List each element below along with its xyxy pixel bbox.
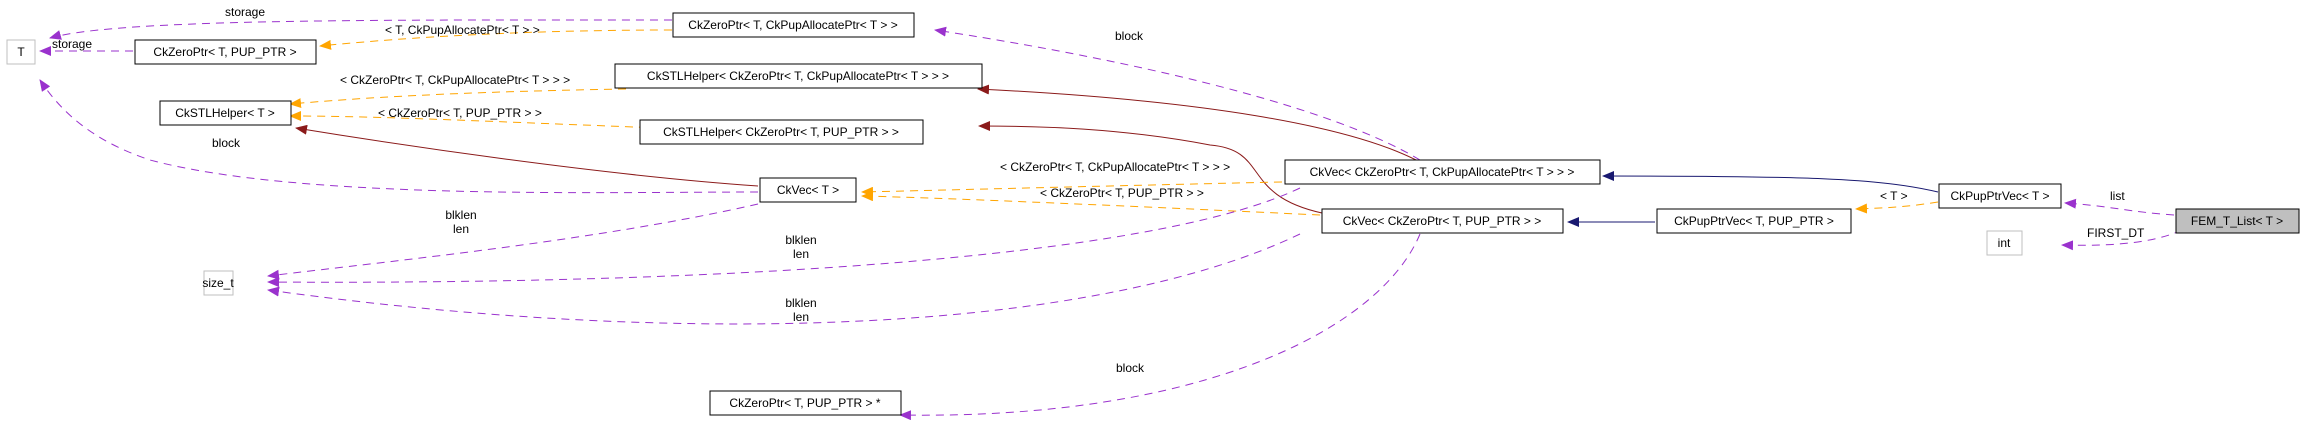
- node-t-label: T: [17, 45, 25, 59]
- edge-template-zeroptr: [319, 29, 673, 50]
- node-fem-t-list[interactable]: FEM_T_List< T >: [2175, 208, 2300, 234]
- node-ckvec-alloc-label: CkVec< CkZeroPtr< T, CkPupAllocatePtr< T…: [1310, 165, 1575, 179]
- node-int-label: int: [1998, 236, 2011, 250]
- node-pupptrvec-t[interactable]: CkPupPtrVec< T >: [1938, 183, 2062, 209]
- node-stlhelper-alloc-label: CkSTLHelper< CkZeroPtr< T, CkPupAllocate…: [647, 69, 949, 83]
- node-pupptrvec-pup[interactable]: CkPupPtrVec< T, PUP_PTR >: [1656, 208, 1852, 234]
- node-ckvec-pup[interactable]: CkVec< CkZeroPtr< T, PUP_PTR > >: [1321, 208, 1564, 234]
- node-pupptrvec-pup-label: CkPupPtrVec< T, PUP_PTR >: [1674, 214, 1834, 228]
- label-tpl-vec-alloc: < CkZeroPtr< T, CkPupAllocatePtr< T > > …: [1000, 160, 1230, 174]
- label-len-2: len: [793, 247, 809, 261]
- node-ckvec-t[interactable]: CkVec< T >: [759, 177, 857, 203]
- node-zeroptr-pup[interactable]: CkZeroPtr< T, PUP_PTR >: [134, 39, 317, 65]
- edge-block-t: [39, 79, 759, 194]
- label-tpl-stl-pup: < CkZeroPtr< T, PUP_PTR > >: [378, 106, 542, 120]
- edge-list: [2064, 198, 2175, 216]
- node-size-t[interactable]: size_t: [202, 270, 234, 296]
- node-stlhelper-alloc[interactable]: CkSTLHelper< CkZeroPtr< T, CkPupAllocate…: [614, 63, 983, 89]
- node-int[interactable]: int: [1986, 230, 2023, 256]
- edge-template-stl-pup: [289, 111, 662, 129]
- node-stlhelper-t[interactable]: CkSTLHelper< T >: [159, 100, 292, 126]
- node-zeroptr-pup-ptr[interactable]: CkZeroPtr< T, PUP_PTR > *: [709, 390, 902, 416]
- edge-block-pup-ptr: [899, 233, 1421, 421]
- label-len-1: len: [453, 222, 469, 236]
- label-blklen-3: blklen: [785, 296, 816, 310]
- node-stlhelper-t-label: CkSTLHelper< T >: [175, 106, 275, 120]
- label-block-top: block: [1115, 29, 1144, 43]
- label-storage-top: storage: [225, 5, 265, 19]
- edge-template-vec-alloc: [861, 181, 1283, 197]
- node-zeroptr-alloc[interactable]: CkZeroPtr< T, CkPupAllocatePtr< T > >: [672, 12, 915, 38]
- edge-size-ckvec-t: [267, 203, 759, 280]
- node-t[interactable]: T: [6, 39, 36, 65]
- label-block-bottom: block: [1116, 361, 1145, 375]
- label-blklen-2: blklen: [785, 233, 816, 247]
- edge-pupptrvec-ckvecalloc: [1602, 171, 1939, 193]
- edge-size-ckvec-pup: [267, 233, 1301, 325]
- node-stlhelper-pup[interactable]: CkSTLHelper< CkZeroPtr< T, PUP_PTR > >: [639, 119, 924, 145]
- edge-inherit-stl-t: [295, 124, 759, 187]
- label-list: list: [2110, 189, 2125, 203]
- edge-template-vec-pup: [861, 191, 1321, 216]
- label-block-left: block: [212, 136, 241, 150]
- node-ckvec-pup-label: CkVec< CkZeroPtr< T, PUP_PTR > >: [1343, 214, 1542, 228]
- label-len-3: len: [793, 310, 809, 324]
- node-ckvec-t-label: CkVec< T >: [777, 183, 839, 197]
- edge-first-dt: [2061, 229, 2183, 251]
- node-ckvec-alloc[interactable]: CkVec< CkZeroPtr< T, CkPupAllocatePtr< T…: [1284, 159, 1601, 185]
- label-storage-left: storage: [52, 37, 92, 51]
- label-tpl-alloc: < T, CkPupAllocatePtr< T > >: [385, 23, 540, 37]
- edge-storage-alloc: [49, 19, 673, 40]
- node-zeroptr-pup-label: CkZeroPtr< T, PUP_PTR >: [153, 45, 296, 59]
- label-first-dt: FIRST_DT: [2087, 226, 2145, 240]
- edge-size-ckvec-alloc: [267, 187, 1301, 288]
- edge-template-pupptrvec: [1855, 201, 1939, 214]
- edge-template-stl-alloc: [289, 88, 627, 109]
- node-stlhelper-pup-label: CkSTLHelper< CkZeroPtr< T, PUP_PTR > >: [663, 125, 899, 139]
- node-fem-t-list-label: FEM_T_List< T >: [2191, 214, 2283, 228]
- label-tpl-vec-pup: < CkZeroPtr< T, PUP_PTR > >: [1040, 186, 1204, 200]
- label-tpl-t: < T >: [1880, 189, 1908, 203]
- label-blklen-1: blklen: [445, 208, 476, 222]
- edge-block-alloc: [934, 26, 1421, 161]
- label-tpl-stl-alloc: < CkZeroPtr< T, CkPupAllocatePtr< T > > …: [340, 73, 570, 87]
- edge-inherit-stl-pup: [978, 121, 1323, 214]
- node-zeroptr-pup-ptr-label: CkZeroPtr< T, PUP_PTR > *: [729, 396, 880, 410]
- node-zeroptr-alloc-label: CkZeroPtr< T, CkPupAllocatePtr< T > >: [688, 18, 897, 32]
- node-pupptrvec-t-label: CkPupPtrVec< T >: [1951, 189, 2050, 203]
- edge-inherit-stl-alloc: [977, 84, 1421, 163]
- node-size-t-label: size_t: [202, 276, 234, 290]
